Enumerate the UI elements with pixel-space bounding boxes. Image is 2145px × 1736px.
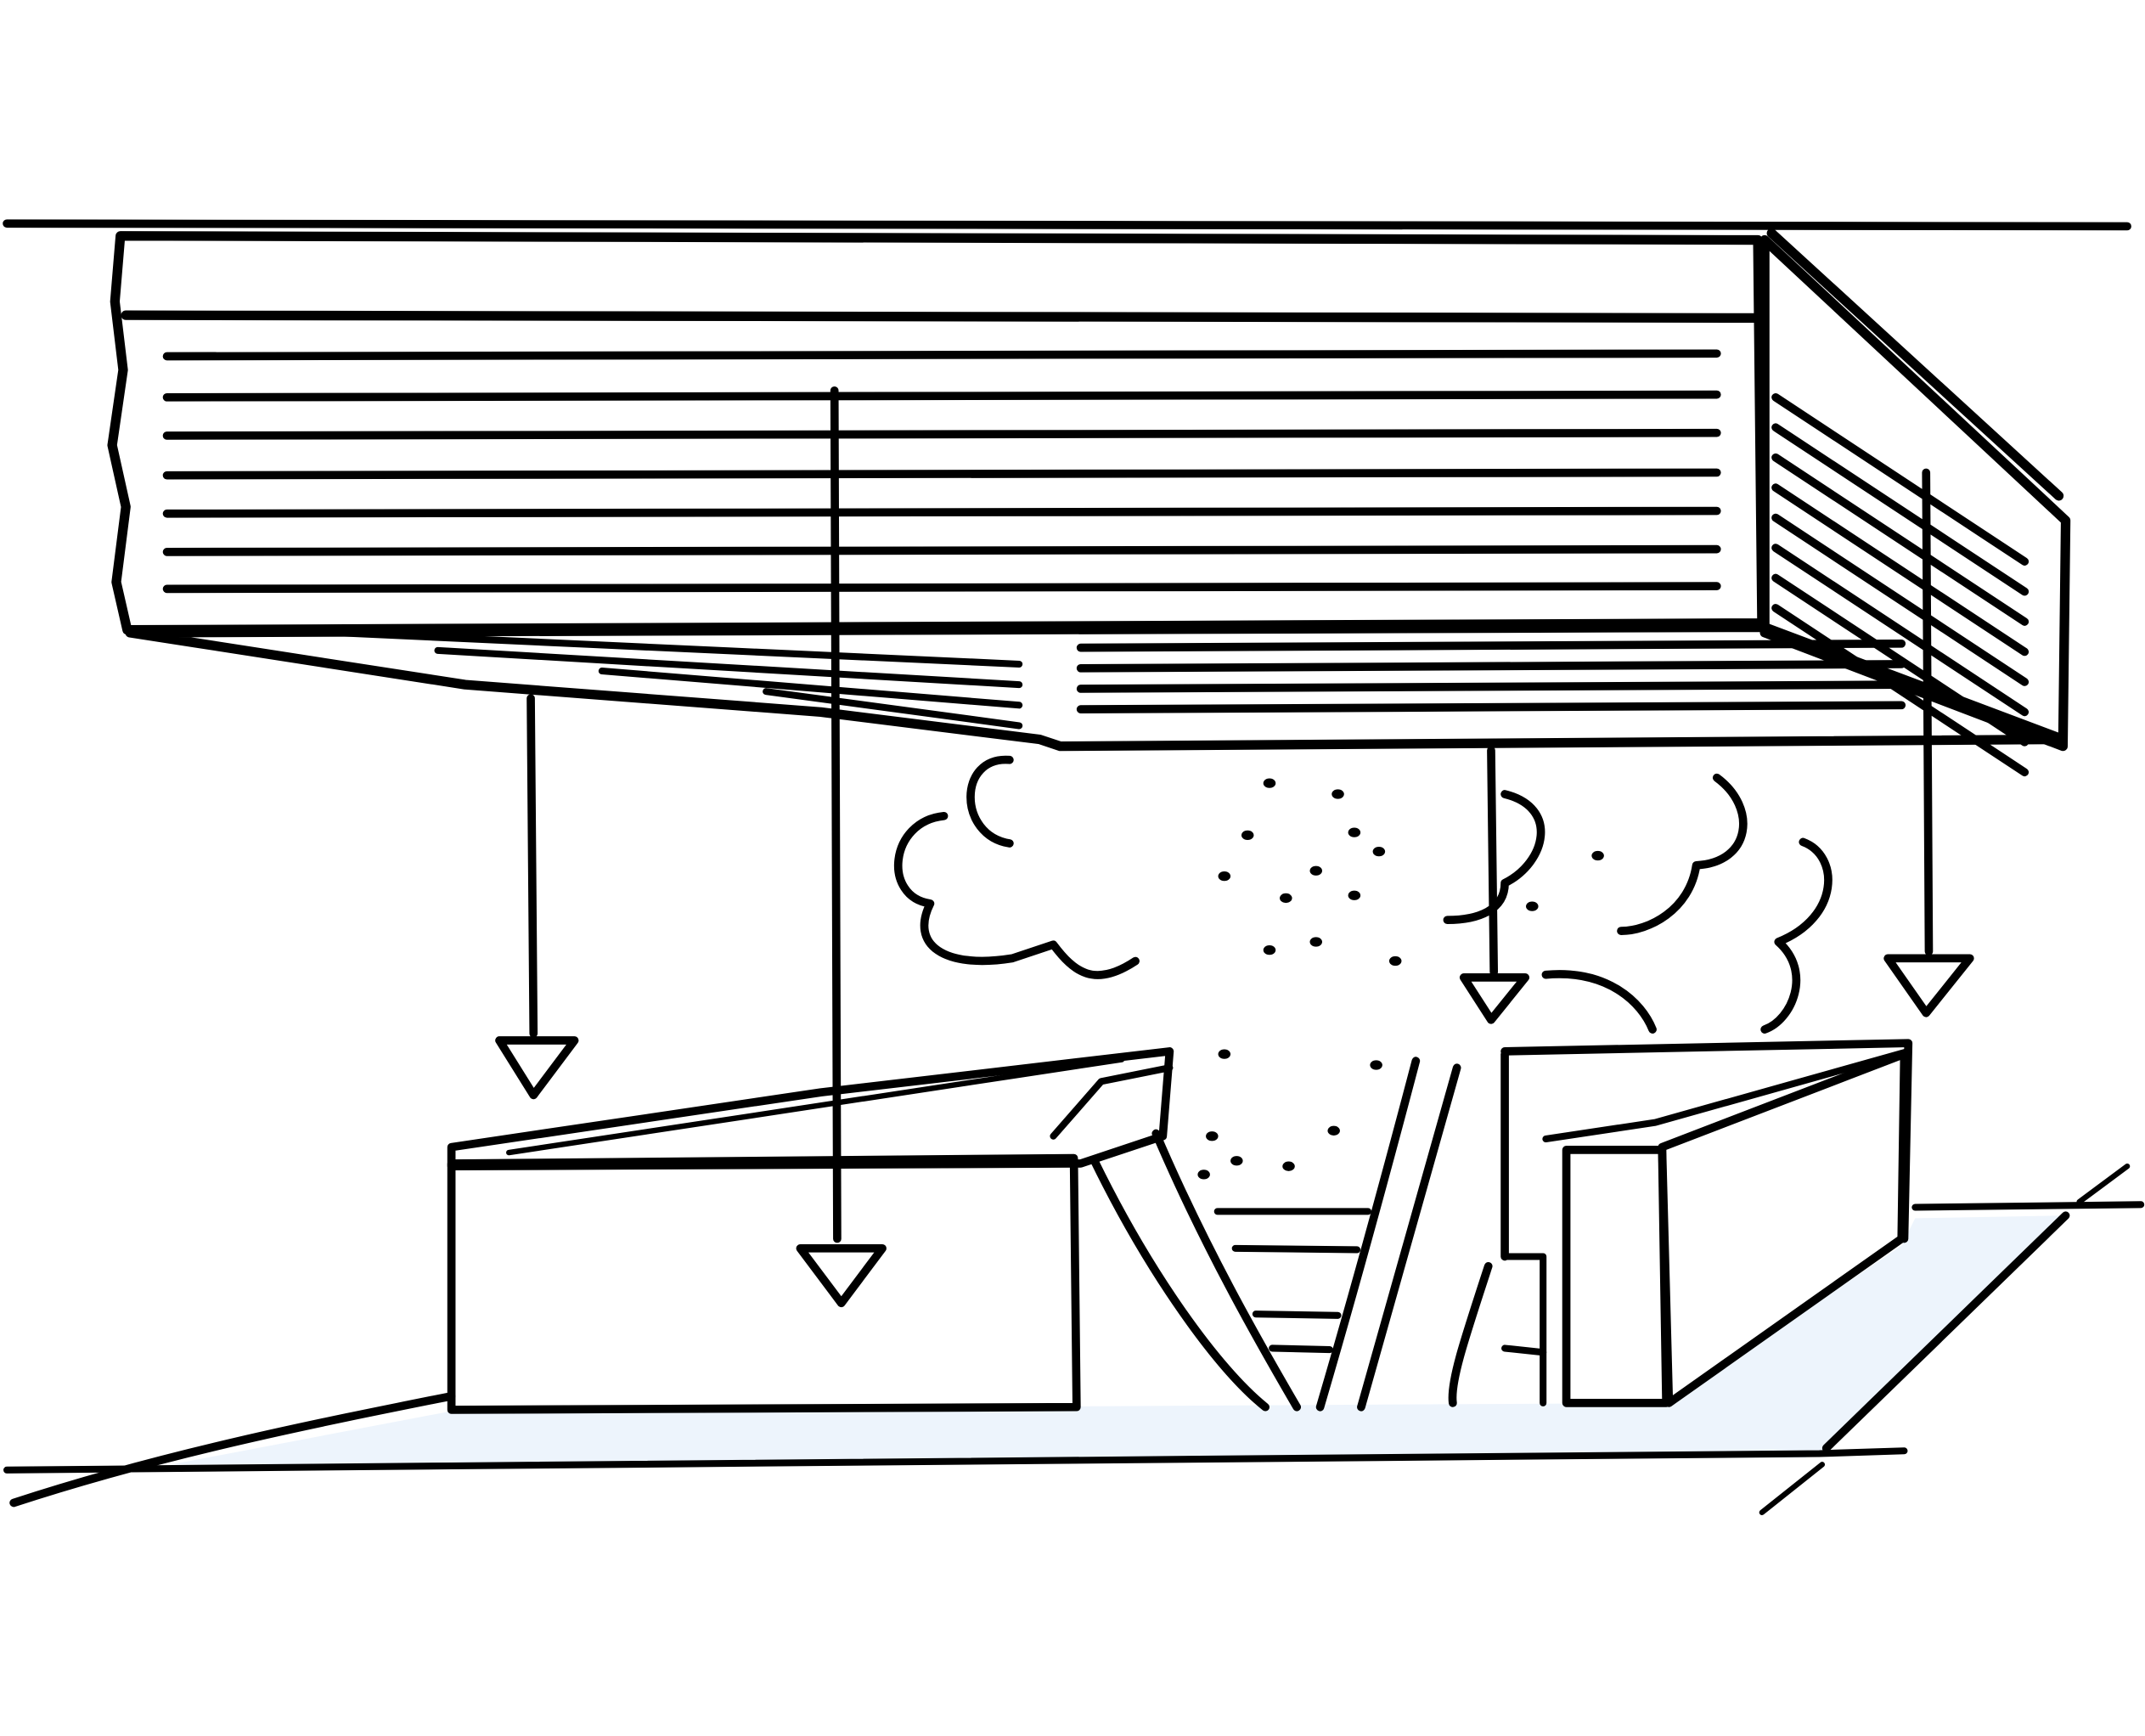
right-building-door-right [1505,1348,1543,1352]
ramp-step-4 [1272,1348,1330,1350]
canopy-slat [167,353,1717,356]
ramp-right-rail [1320,1061,1416,1407]
canopy-under-slat [1081,705,1902,709]
stair-ramp [1053,1061,1456,1407]
canopy-front-slats [167,353,1717,589]
ramp-step-2 [1236,1248,1357,1250]
left-building-roof-edge [509,1060,1122,1153]
particle [1197,1170,1209,1179]
canopy-slat [167,472,1717,475]
ramp-left-rail [1095,1161,1265,1407]
particle [1219,1049,1230,1058]
arrow-right-shaft [1926,472,1928,951]
canopy-slat [167,586,1717,589]
particle [1526,901,1538,910]
arrow-left [499,698,575,1095]
canopy-top-edge [7,223,2127,226]
right-building-column [1452,1266,1488,1403]
canopy-under-slat [1081,664,1902,668]
arrow-right-center-shaft [1491,750,1494,972]
particle [1282,1162,1294,1171]
down-arrow-icon [1888,958,1970,1012]
particle [1348,827,1360,837]
canopy-under-slat [1081,644,1902,648]
particle [1219,871,1230,881]
particle [1331,789,1343,798]
cloud-left [898,760,1135,976]
arrow-left-shaft [531,698,533,1034]
cloud-right [1447,778,1828,1029]
particle [1370,1060,1382,1069]
down-arrow-icon [1464,978,1525,1020]
ramp-top-edge [1053,1068,1169,1136]
canopy-under-slat [1081,685,1902,689]
particle [1310,866,1322,876]
ground-right-line [1915,1204,2141,1207]
down-arrow-icon [499,1040,575,1095]
canopy-slat [167,395,1717,397]
canopy-slat [167,433,1717,436]
particle [1241,831,1253,840]
particle [1230,1156,1242,1165]
canopy [7,223,2127,772]
cloud-right-puff [1765,842,1828,1029]
right-building-door-left [1505,1257,1543,1403]
canopy-band [126,315,1758,318]
particle [1327,1126,1339,1136]
cloud-icon [971,760,1010,843]
right-building-front [1567,1150,1667,1403]
particle [1591,851,1603,860]
down-arrow-icon [800,1248,882,1303]
left-building [452,1051,1170,1410]
particle [1280,893,1292,903]
particle [1389,956,1401,966]
canopy-slat [167,550,1717,552]
cloud-left-body [898,816,1135,975]
arrow-right-center [1464,750,1525,1019]
ramp-wall [1361,1068,1457,1407]
ground-corner-tick-bottom [1762,1464,1822,1512]
canopy-slat [167,511,1717,514]
cloud-right-base [1545,974,1652,1029]
particle [1264,945,1275,955]
particle [1206,1131,1218,1141]
particle [1348,891,1360,900]
left-building-front [452,1158,1077,1410]
particle [1373,847,1385,856]
ramp-step-3 [1256,1314,1338,1316]
particle [1264,778,1275,787]
arrow-center-shaft [835,391,837,1239]
ground-corner-tick-top [2080,1166,2127,1202]
particle [1310,937,1322,946]
canopy-under-slats [273,630,1901,726]
cloud-icon [1621,778,1743,931]
